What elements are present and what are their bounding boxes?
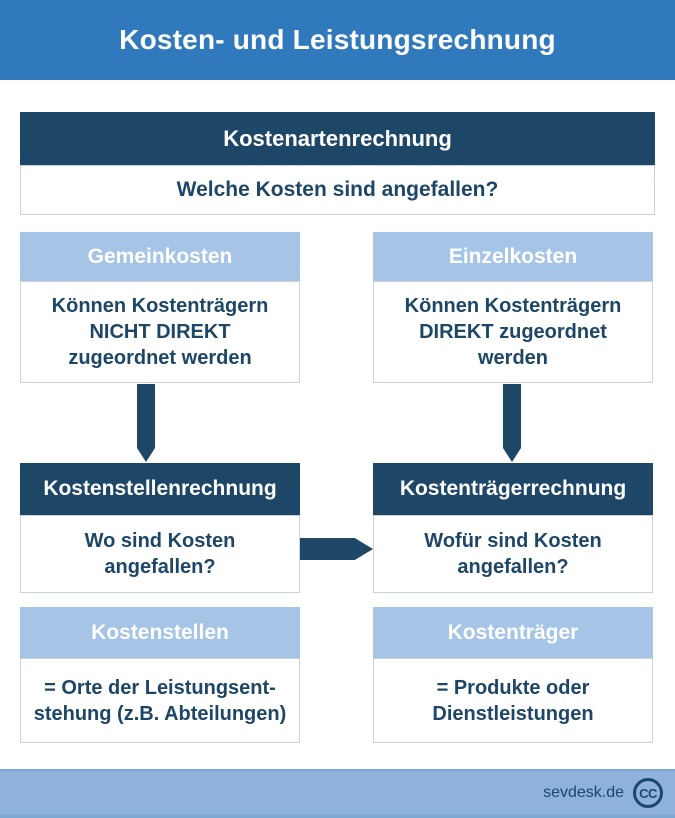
cc-icon: CC: [633, 778, 663, 808]
gemeinkosten-header: Gemeinkosten: [20, 232, 300, 281]
title-bar: Kosten- und Leistungsrechnung: [0, 0, 675, 80]
kostenstellenrechnung-header: Kostenstellenrechnung: [20, 463, 300, 515]
einzelkosten-description: Können Kostenträgern DIREKT zugeordnet w…: [373, 281, 653, 383]
footer-bar: sevdesk.de CC: [0, 769, 675, 818]
kostentraeger-definition: = Produkte oder Dienstleistungen: [373, 658, 653, 743]
brand-text: sevdesk.de: [543, 784, 624, 801]
einzelkosten-header: Einzelkosten: [373, 232, 653, 281]
kostentraegerrechnung-question: Wofür sind Kosten angefallen?: [373, 515, 653, 593]
kostenstellen-box: Kostenstellen = Orte der Leistungsent- s…: [20, 607, 300, 743]
einzelkosten-box: Einzelkosten Können Kostenträgern DIREKT…: [373, 232, 653, 383]
kostentraeger-header: Kostenträger: [373, 607, 653, 658]
cc-icon-label: CC: [639, 785, 657, 801]
gemeinkosten-description: Können Kostenträgern NICHT DIREKT zugeor…: [20, 281, 300, 383]
down-arrow-gemeinkosten: [137, 384, 155, 462]
kostenartenrechnung-header: Kostenartenrechnung: [20, 112, 655, 165]
kostenstellen-definition: = Orte der Leistungsent- stehung (z.B. A…: [20, 658, 300, 743]
down-arrow-einzelkosten: [503, 384, 521, 462]
kostenstellenrechnung-question: Wo sind Kosten angefallen?: [20, 515, 300, 593]
gemeinkosten-box: Gemeinkosten Können Kostenträgern NICHT …: [20, 232, 300, 383]
kostentraegerrechnung-box: Kostenträgerrechnung Wofür sind Kosten a…: [373, 463, 653, 593]
kostentraegerrechnung-header: Kostenträgerrechnung: [373, 463, 653, 515]
kostenartenrechnung-box: Kostenartenrechnung Welche Kosten sind a…: [20, 112, 655, 215]
kostentraeger-box: Kostenträger = Produkte oder Dienstleist…: [373, 607, 653, 743]
right-arrow-kostenstellen-to-kostentraeger: [300, 538, 373, 560]
kostenstellen-header: Kostenstellen: [20, 607, 300, 658]
page-title: Kosten- und Leistungsrechnung: [119, 24, 556, 55]
kostenartenrechnung-question: Welche Kosten sind angefallen?: [20, 165, 655, 215]
kostenstellenrechnung-box: Kostenstellenrechnung Wo sind Kosten ang…: [20, 463, 300, 593]
